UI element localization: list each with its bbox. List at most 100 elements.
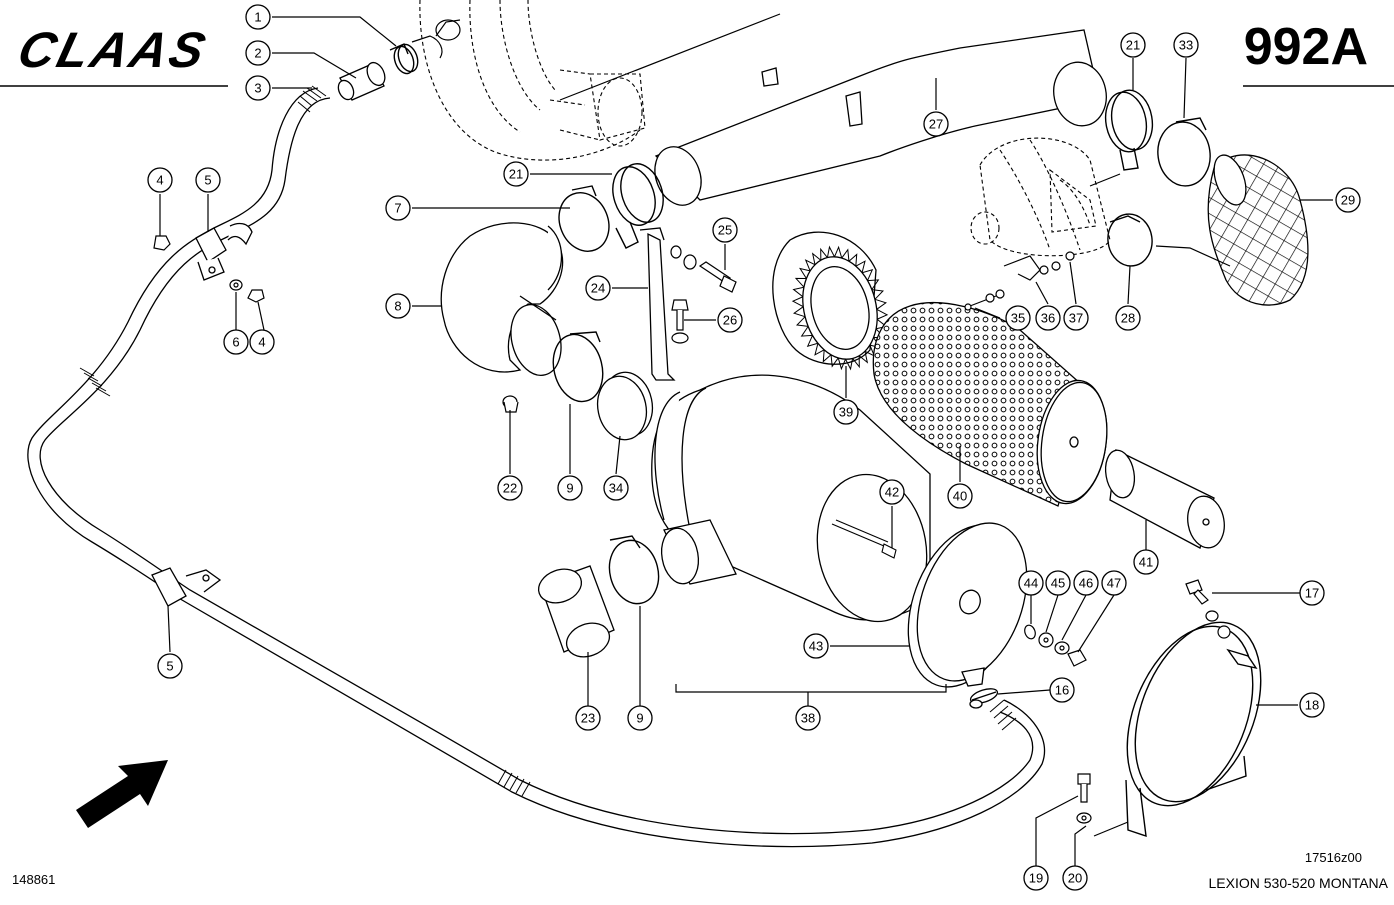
callout-number: 26 [723,313,737,328]
end-cover-43 [907,522,1028,688]
callout-number: 8 [394,299,401,314]
bolt-26 [671,299,689,344]
callout-number: 7 [394,201,401,216]
callout-number: 38 [801,711,815,726]
engine-outline [419,0,1111,257]
callout-number: 21 [509,167,523,182]
callout-circle [879,479,905,505]
callout-circle [223,329,249,355]
callout-circle [1023,865,1049,891]
hose-clamp-33 [1157,117,1211,187]
callout-number: 44 [1024,576,1038,591]
callout-circle [1299,692,1325,718]
callout-circle [803,633,829,659]
callout-number: 9 [566,481,573,496]
callout-circle [575,705,601,731]
callout-circle [1035,305,1061,331]
callout-circle [1049,677,1075,703]
model-label: LEXION 530-520 MONTANA [1209,875,1389,891]
mounting-strap-18 [1125,621,1262,838]
callout-number: 35 [1011,311,1025,326]
bracket-5-upper [195,222,253,281]
callout-number: 2 [254,46,261,61]
callout-number: 45 [1051,576,1065,591]
callout-number: 36 [1041,311,1055,326]
bracket-5-lower [151,567,222,607]
callout-number: 5 [204,173,211,188]
hose-connector-2 [337,61,386,101]
callout-number: 41 [1139,555,1153,570]
bolt-25 [670,245,737,293]
page-code: 992A [1244,18,1368,76]
callout-number: 29 [1341,193,1355,208]
callout-number: 9 [636,711,643,726]
callout-number: 5 [166,659,173,674]
callout-number: 21 [1126,38,1140,53]
callout-number: 4 [156,173,163,188]
callout-circle [249,329,275,355]
callout-circle [557,475,583,501]
callout-circle [585,275,611,301]
callout-circle [603,475,629,501]
callout-circle [1299,580,1325,606]
callout-number: 22 [503,481,517,496]
intake-pipe-27 [654,29,1107,206]
callout-number: 23 [581,711,595,726]
callout-number: 37 [1069,311,1083,326]
callout-number: 1 [254,10,261,25]
callout-circle [1062,865,1088,891]
left-reference: 148861 [12,872,55,887]
callout-circle [245,75,271,101]
callout-circle [1115,305,1141,331]
callout-number: 42 [885,485,899,500]
callout-circle [245,4,271,30]
primary-filter-40 [872,302,1108,507]
brand-logo: CLAAS [13,22,214,78]
callout-circle [503,161,529,187]
ring-34 [596,371,654,441]
leader-lines [159,16,1333,866]
callout-circle [497,475,523,501]
rubber-elbow-8 [440,222,564,376]
callout-number: 33 [1179,38,1193,53]
hose-clamp-7 [558,185,610,252]
callout-circle [1018,570,1044,596]
callout-number: 16 [1055,683,1069,698]
direction-arrow [76,760,168,828]
callout-circle [245,40,271,66]
bolt-19 [1076,773,1092,824]
small-parts-44-47 [1024,624,1087,667]
clamp-21-right [1104,89,1154,171]
drain-valve-22 [502,395,519,413]
callout-circle [385,293,411,319]
clamp-21-left [612,163,664,249]
callout-circle [833,399,859,425]
callout-number: 24 [591,281,605,296]
callout-number: 3 [254,81,261,96]
callout-circle [1073,570,1099,596]
callout-circle [157,653,183,679]
callout-circle [385,195,411,221]
drawing-reference: 17516z00 [1305,850,1362,865]
nuts-washers [153,235,265,303]
callout-circle [717,307,743,333]
callout-circle [1133,549,1159,575]
callout-circle [147,167,173,193]
callout-circle [1063,305,1089,331]
callout-number: 43 [809,639,823,654]
small-parts-35-37 [964,251,1075,311]
support-bracket-24 [639,227,676,381]
callout-number: 34 [609,481,623,496]
callout-number: 17 [1305,586,1319,601]
callout-number: 40 [953,489,967,504]
callout-circle [1005,305,1031,331]
callout-circle [1335,187,1361,213]
callout-number: 27 [929,117,943,132]
hose-clamp-28 [1107,213,1153,267]
callout-number: 20 [1068,871,1082,886]
callout-circle [923,111,949,137]
callout-number: 19 [1029,871,1043,886]
callout-number: 28 [1121,311,1135,326]
